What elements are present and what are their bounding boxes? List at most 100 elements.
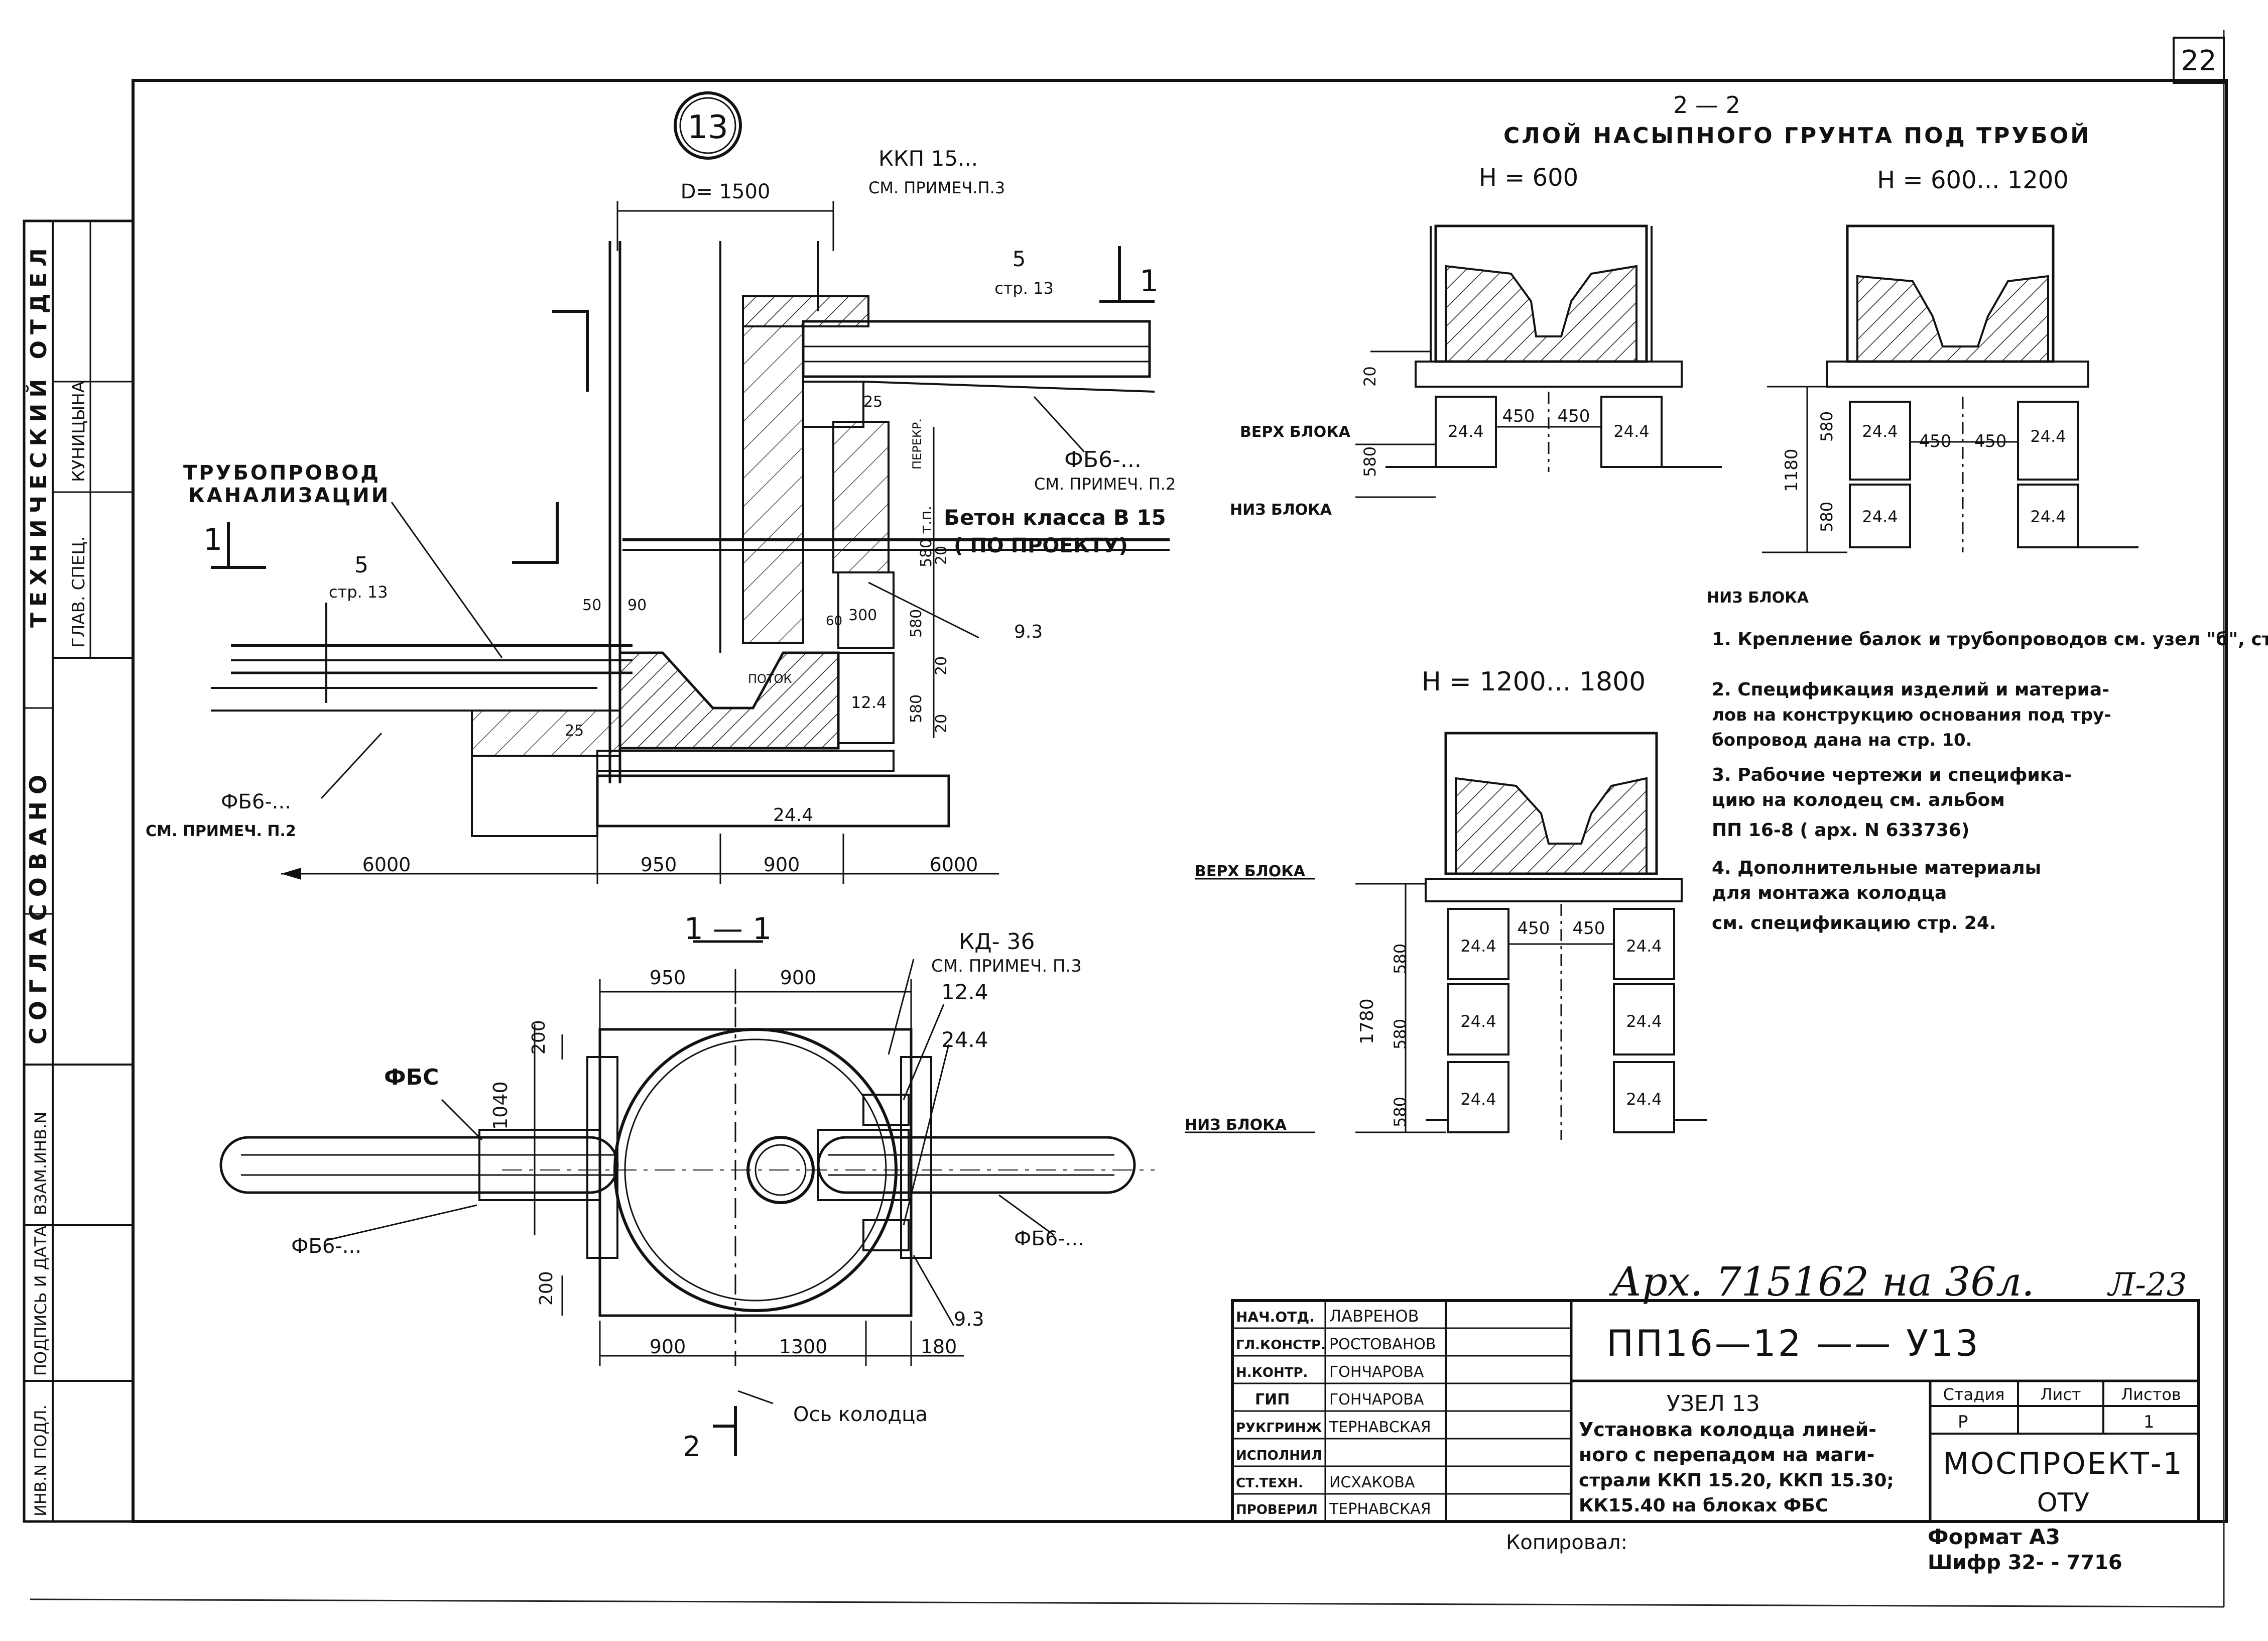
top-of-block-1: ВЕРХ БЛОКА [1240,423,1351,441]
note-line-2: 2. Спецификация изделий и материа- [1712,679,2109,700]
dim-900-section-top: 900 [780,967,817,989]
h-600: Н = 600 [1479,164,1578,192]
dim-20-c: 20 [933,714,950,733]
dim-580-h1200-a: 580 [1817,411,1836,442]
top-of-block-3: ВЕРХ БЛОКА [1195,863,1306,880]
h-600-1200: Н = 600... 1200 [1877,166,2069,194]
block-24-4-d: 24.4 [2030,427,2066,446]
staff-role-5: РУКГРИНЖ [1236,1421,1322,1436]
staff-name-8: ТЕРНАВСКАЯ [1329,1500,1431,1518]
staff-name-1: ЛАВРЕНОВ [1329,1307,1419,1326]
block-24-4-l: 24.4 [1626,1090,1662,1109]
dim-9-3: 9.3 [1014,622,1043,642]
dim-20-h600: 20 [1360,366,1379,387]
inv-field-3: ИНВ.N ПОДЛ. [31,1404,50,1516]
approval-name: КУНИЦЫНА [69,381,89,482]
org-name: МОСПРОЕКТ-1 [1943,1446,2183,1481]
block-24-4-j: 24.4 [1626,1012,1662,1031]
desc-line-1: Установка колодца линей- [1579,1419,1876,1441]
staff-role-7: СТ.ТЕХН. [1236,1476,1303,1491]
note-line-5: 3. Рабочие чертежи и специфика- [1712,765,2072,785]
section-fbs-left: ФБ6-... [291,1235,361,1258]
dim-900: 900 [764,854,800,876]
notes-block: 1. Крепление балок и трубопроводов см. у… [1712,629,2268,933]
staff-role-4: ГИП [1255,1391,1290,1409]
inv-field-1: ВЗАМ.ИНВ.N [31,1112,50,1215]
dim-60: 60 [826,614,842,629]
node-title: УЗЕЛ 13 [1667,1391,1760,1417]
fbs-right-label: ФБ6-... [1064,447,1142,473]
pipeline-label-2: КАНАЛИЗАЦИИ [188,484,390,507]
sheet-frame [30,30,2228,1608]
dim-1040: 1040 [489,1081,512,1130]
dim-580-h1200-b: 580 [1817,502,1836,532]
dim-580-h1800-a: 580 [1391,944,1410,974]
fbs-right-note: СМ. ПРИМЕЧ. П.2 [1034,475,1176,494]
kd-note: СМ. ПРИМЕЧ. П.3 [931,956,1082,976]
concrete-class: Бетон класса В 15 [944,505,1166,530]
dim-6000-right: 6000 [930,854,978,876]
main-dims: 25 25 50 90 300 60 580 т.п. 20 580 20 58… [362,393,1043,876]
note-line-10: см. спецификацию стр. 24. [1712,913,1996,933]
org-department: ОТУ [2037,1488,2089,1518]
flow-label: ПОТОК [748,672,792,686]
section-1-1-title: 1 — 1 [684,911,772,947]
bottom-of-block-1: НИЗ БЛОКА [1230,501,1332,519]
dim-50: 50 [582,597,601,614]
format-label: Формат А3 [1928,1525,2060,1549]
sheets-header: Листов [2121,1385,2181,1404]
staff-role-6: ИСПОЛНИЛ [1236,1448,1322,1463]
dim-450-f: 450 [1573,918,1605,939]
dim-950: 950 [641,854,677,876]
drawing-code: ПП16—12 —— У13 [1606,1322,1980,1364]
section-mark-left: 1 [203,522,222,557]
cipher-label: Шифр 32- - 7716 [1928,1551,2122,1574]
note-line-8: 4. Дополнительные материалы [1712,858,2041,878]
section-dim-9-3: 9.3 [954,1308,984,1330]
main-view-lines [211,201,1170,884]
staff-name-3: ГОНЧАРОВА [1329,1363,1424,1381]
staff-name-7: ИСХАКОВА [1329,1474,1415,1491]
staff-role-2: ГЛ.КОНСТР. [1236,1338,1326,1353]
note-line-6: цию на колодец см. альбом [1712,790,2005,810]
kkp-label: ККП 15... [878,146,978,171]
section-2-2-subtitle: СЛОЙ НАСЫПНОГО ГРУНТА ПОД ТРУБОЙ [1503,122,2091,149]
dim-580-b: 580 [908,609,925,638]
staff-name-2: РОСТОВАНОВ [1329,1336,1436,1353]
sheet-header: Лист [2040,1385,2081,1404]
block-24-4-c: 24.4 [1862,422,1898,441]
dim-20-a: 20 [933,546,950,565]
section-2-2-lines [1185,224,2138,1140]
dim-580-h600: 580 [1360,446,1379,477]
dim-200-top: 200 [529,1020,549,1054]
block-24-4-i: 24.4 [1460,1012,1496,1031]
fbs-left-label: ФБ6-... [221,790,291,813]
tech-dept-label: ТЕХНИЧЕСКИЙ ОТДЕЛ [25,242,52,628]
ref-left-page: стр. 13 [329,582,388,602]
dim-450-c: 450 [1919,431,1952,451]
dim-300: 300 [848,607,877,624]
fbs-left-note: СМ. ПРИМЕЧ. П.2 [146,823,296,840]
note-line-9: для монтажа колодца [1712,883,1947,903]
block-24-4-f: 24.4 [2030,507,2066,526]
approval-column [23,219,135,1523]
perekr-label: ПЕРЕКР. [910,418,924,470]
agreed-label: СОГЛАСОВАНО [25,768,52,1044]
dim-90: 90 [627,597,647,614]
dim-450-b: 450 [1558,406,1590,426]
section-block-24-4: 24.4 [941,1027,988,1052]
bottom-of-block-2: НИЗ БЛОКА [1707,589,1809,607]
staff-name-4: ГОНЧАРОВА [1329,1391,1424,1409]
block-24-4-k: 24.4 [1460,1090,1496,1109]
page-number: 22 [2181,45,2216,77]
dim-1780: 1780 [1357,998,1377,1044]
block-24-4-h: 24.4 [1626,936,1662,956]
approval-role: ГЛАВ. СПЕЦ. [69,536,89,648]
dim-180: 180 [921,1336,957,1358]
staff-role-1: НАЧ.ОТД. [1236,1309,1315,1325]
stage-header: Стадия [1943,1385,2005,1404]
dim-6000-left: 6000 [362,854,411,876]
ref-left-number: 5 [354,552,368,578]
main-diameter: D= 1500 [681,180,771,203]
block-24-4-e: 24.4 [1862,507,1898,526]
